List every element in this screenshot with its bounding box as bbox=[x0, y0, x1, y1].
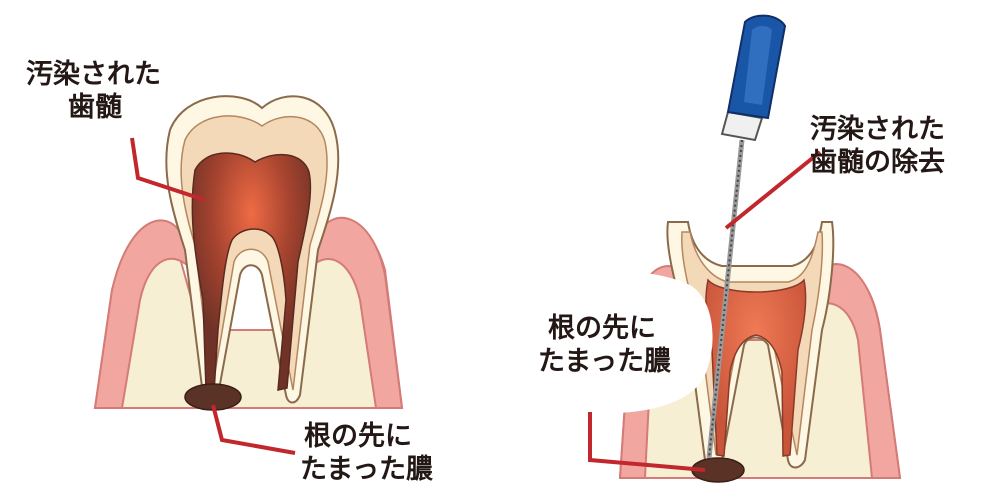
endodontic-file-icon bbox=[706, 14, 787, 459]
abscess-callout-bubble bbox=[527, 271, 713, 432]
left-pulp bbox=[191, 152, 312, 393]
left-abscess-label: 根の先に たまった膿 bbox=[300, 420, 433, 486]
pulp-removal-label-line1: 汚染された bbox=[810, 114, 945, 145]
infected-pulp-label-line2: 歯髄 bbox=[68, 92, 122, 123]
left-abscess-label-line1: 根の先に bbox=[304, 421, 412, 452]
infected-pulp-label: 汚染された 歯髄 bbox=[26, 58, 161, 124]
pulp-removal-label: 汚染された 歯髄の除去 bbox=[810, 113, 945, 179]
right-abscess-label-line1: 根の先に bbox=[548, 313, 656, 344]
infected-pulp-label-line1: 汚染された bbox=[26, 59, 161, 90]
left-pulp-leader bbox=[130, 137, 206, 202]
removal-leader bbox=[724, 150, 822, 230]
right-abscess-label-line2: たまった膿 bbox=[538, 346, 672, 377]
right-pulp bbox=[705, 278, 807, 457]
left-abscess-label-line2: たまった膿 bbox=[300, 454, 434, 485]
right-abscess-leader bbox=[588, 412, 706, 472]
right-abscess-label: 根の先に たまった膿 bbox=[538, 312, 671, 378]
pulp-removal-label-line2: 歯髄の除去 bbox=[810, 147, 945, 178]
left-abscess-leader bbox=[211, 404, 296, 455]
left-tooth-illustration bbox=[93, 95, 404, 411]
